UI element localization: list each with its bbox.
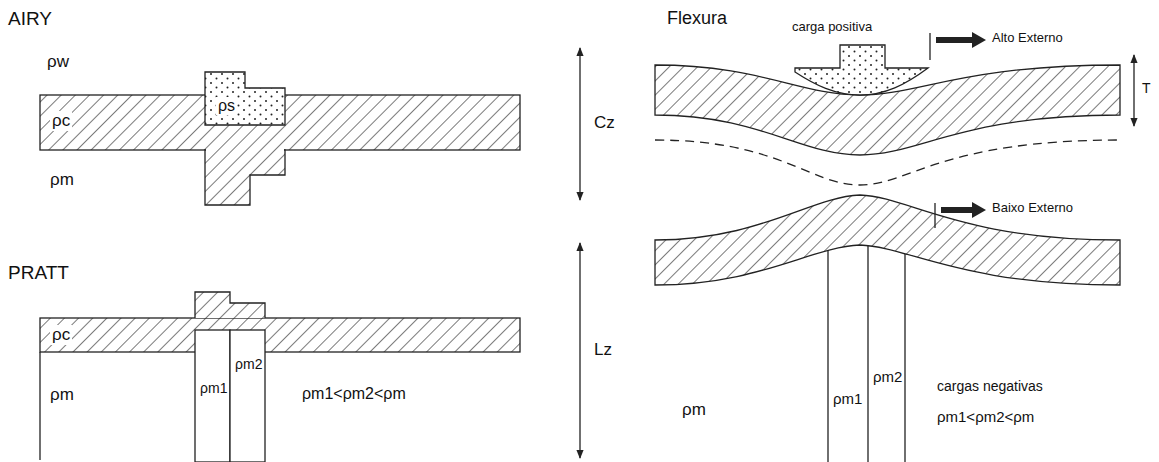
bulge-arrow: [936, 32, 986, 48]
dashed-line: [655, 140, 1120, 185]
column-line: [867, 230, 868, 462]
density-symbol: ρs: [216, 97, 237, 115]
density-symbol: ρm1: [831, 390, 864, 407]
density-symbol: ρc: [50, 111, 72, 131]
dimension-arrow: [1133, 55, 1134, 126]
dimension-label: T: [1140, 80, 1153, 96]
mantle-column: [195, 330, 230, 462]
density-symbol: ρm1: [198, 380, 229, 396]
load-label: cargas negativas: [935, 378, 1045, 394]
dimension-arrow: [579, 243, 580, 458]
crust-layer: [40, 318, 520, 352]
mantle-column: [230, 330, 265, 462]
sediment-load: [795, 45, 928, 95]
load-label: carga positiva: [790, 20, 874, 35]
density-symbol: ρw: [45, 52, 71, 72]
bulge-label: Baixo Externo: [990, 201, 1075, 216]
density-symbol: ρc: [50, 325, 72, 345]
density-symbol: ρm: [48, 170, 76, 190]
flexure-positive: [655, 32, 1134, 185]
column-line: [827, 240, 828, 462]
model-title: Flexura: [665, 8, 729, 29]
model-title: AIRY: [6, 8, 54, 30]
dimension-label: Cz: [592, 113, 617, 133]
dimension-label: Lz: [592, 340, 614, 360]
mantle-edge: [39, 352, 40, 460]
crust-root: [205, 150, 285, 205]
density-symbol: ρm: [680, 400, 708, 420]
bulge-arrow: [941, 202, 986, 218]
density-symbol: ρm: [48, 385, 76, 405]
tick: [934, 203, 935, 228]
column-line: [904, 240, 905, 462]
flexure-negative: [655, 195, 1120, 462]
model-title: PRATT: [6, 262, 71, 284]
dimension-arrow: [579, 48, 580, 200]
density-relation: ρm1<ρm2<ρm: [935, 408, 1036, 425]
density-symbol: ρm2: [871, 368, 904, 385]
topography: [195, 292, 265, 318]
flexed-plate: [655, 195, 1120, 285]
density-symbol: ρm2: [233, 356, 264, 372]
density-relation: ρm1<ρm2<ρm: [300, 385, 408, 403]
pratt-model: [40, 243, 580, 462]
tick: [929, 33, 930, 60]
airy-model: [40, 48, 580, 205]
sediment-load: [205, 72, 285, 125]
bulge-label: Alto Externo: [990, 31, 1065, 46]
